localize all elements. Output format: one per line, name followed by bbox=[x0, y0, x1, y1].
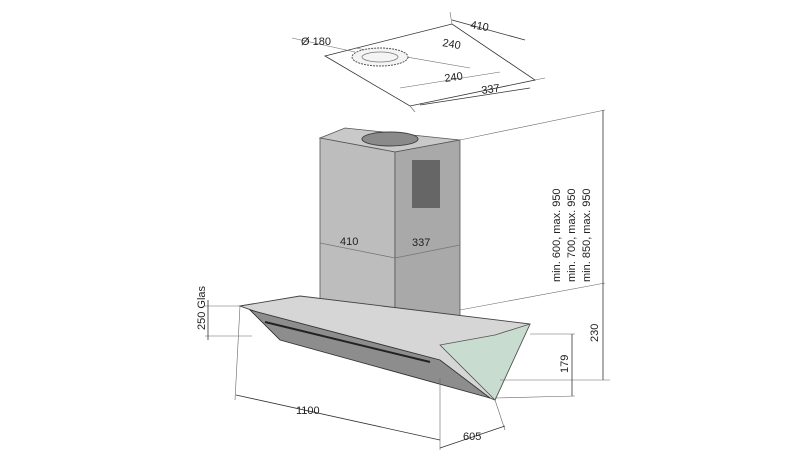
label-diameter: Ø 180 bbox=[301, 36, 331, 48]
label-chimney-410: 410 bbox=[340, 236, 358, 248]
duct-opening-icon bbox=[351, 47, 409, 67]
label-179: 179 bbox=[559, 355, 571, 373]
canopy-light-bar bbox=[264, 321, 431, 363]
dim-605 bbox=[439, 425, 506, 449]
ext-line bbox=[449, 11, 453, 25]
label-605: 605 bbox=[463, 431, 481, 443]
diameter-leader bbox=[291, 37, 356, 53]
duct-inner-ring bbox=[361, 51, 399, 63]
label-250-glass: 250 Glas bbox=[196, 285, 208, 330]
dim-1100 bbox=[235, 394, 441, 441]
plate-outline bbox=[323, 23, 537, 107]
label-height-2: min. 700, max. 950 bbox=[566, 188, 578, 282]
chimney-joint bbox=[319, 242, 396, 259]
label-height-3: min. 850, max. 950 bbox=[581, 188, 593, 282]
label-plate-337: 337 bbox=[481, 83, 501, 97]
label-plate-410: 410 bbox=[469, 19, 489, 34]
label-height-1: min. 600, max. 950 bbox=[551, 188, 563, 282]
dim-410-top bbox=[451, 19, 526, 41]
canopy bbox=[238, 295, 531, 401]
label-chimney-337: 337 bbox=[412, 237, 430, 249]
canopy-glass-side bbox=[439, 323, 531, 401]
dim-337-top bbox=[419, 87, 531, 106]
label-plate-240-top: 240 bbox=[441, 37, 461, 52]
vent-grille-icon bbox=[412, 160, 440, 208]
top-plate bbox=[291, 11, 546, 113]
label-1100: 1100 bbox=[296, 405, 320, 417]
plate-inner-line bbox=[399, 71, 501, 89]
ext-line bbox=[534, 77, 546, 81]
ext-line bbox=[494, 395, 576, 399]
chimney-joint bbox=[394, 244, 461, 259]
label-plate-240-bottom: 240 bbox=[444, 71, 464, 85]
label-230: 230 bbox=[589, 324, 601, 342]
ext-line bbox=[494, 399, 506, 431]
ext-line bbox=[459, 282, 606, 311]
ext-line bbox=[409, 105, 416, 113]
ext-line bbox=[234, 305, 241, 401]
ext-line bbox=[459, 109, 606, 141]
chimney-duct-icon bbox=[361, 131, 419, 147]
